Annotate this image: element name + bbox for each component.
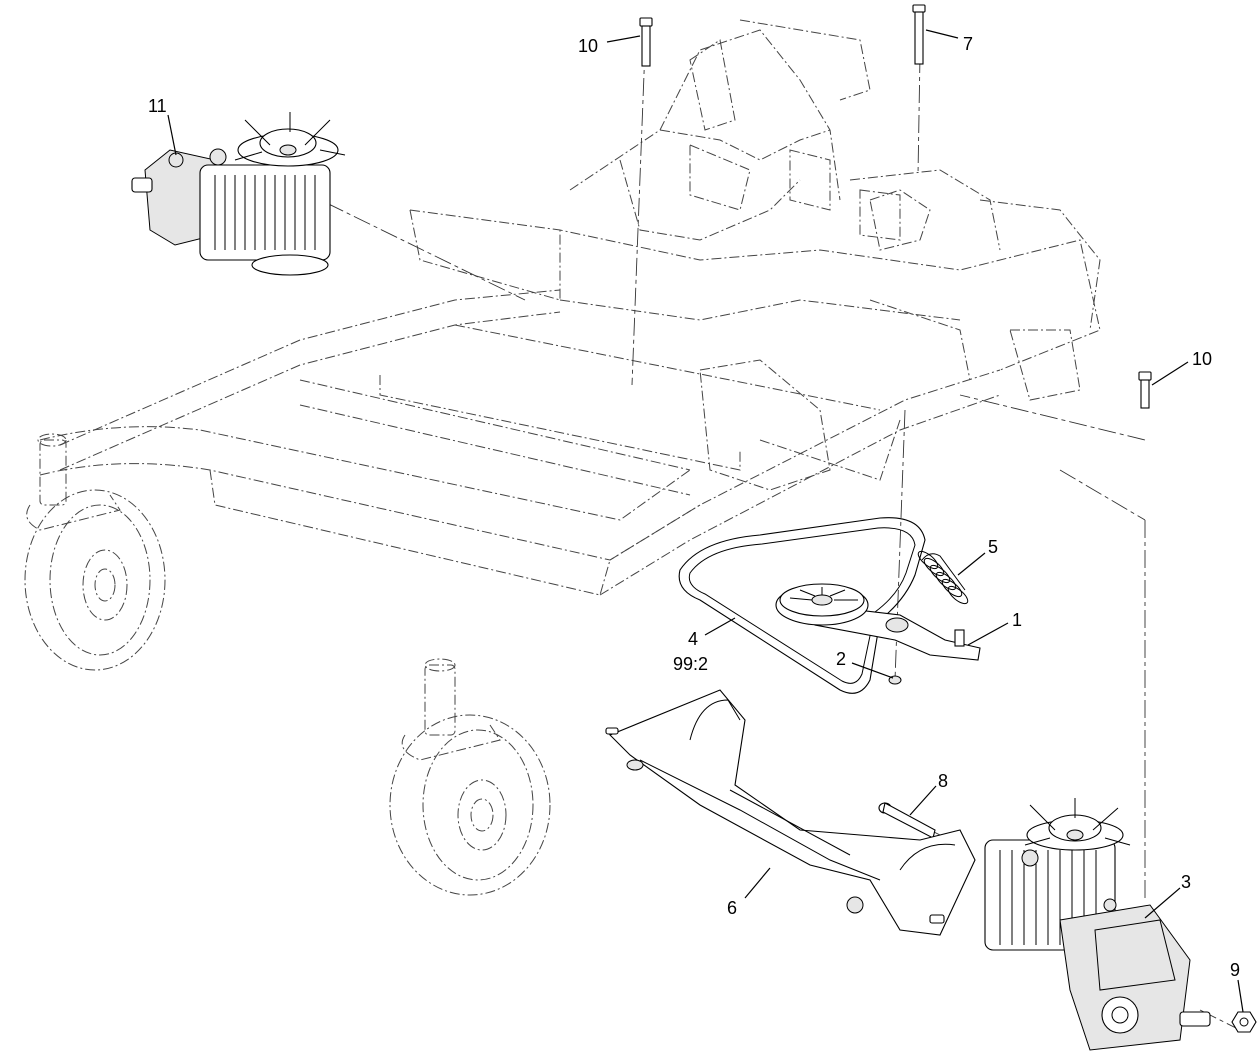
hydro-pump-3	[984, 798, 1211, 1051]
callout-1: 1	[1012, 610, 1022, 630]
callout-7: 7	[963, 34, 973, 54]
callout-leaders	[167, 29, 1244, 1013]
bolt-10-right	[1138, 371, 1152, 409]
callout-6: 6	[727, 898, 737, 918]
callout-4-quantity: 99:2	[673, 654, 708, 674]
pump-mount-bracket-6	[605, 689, 976, 936]
callout-9: 9	[1230, 960, 1240, 980]
bolt-7	[912, 4, 926, 65]
callout-10-right: 10	[1192, 349, 1212, 369]
callout-10-top: 10	[578, 36, 598, 56]
callout-3: 3	[1181, 872, 1191, 892]
hydro-pump-11	[131, 112, 346, 276]
callout-labels: 10 7 11 10 5 1 4 99:2 2 8 6 3 9	[148, 34, 1240, 980]
callout-5: 5	[988, 537, 998, 557]
idler-arm-assembly-1	[775, 583, 981, 685]
callout-8: 8	[938, 771, 948, 791]
front-caster-wheel-right	[389, 658, 551, 896]
drive-belt-4	[678, 517, 926, 694]
nut-9	[1231, 1011, 1257, 1033]
front-caster-wheel-left	[24, 433, 166, 671]
mower-frame	[39, 19, 1101, 596]
bolt-8	[878, 802, 936, 839]
spring-5	[917, 550, 969, 605]
callout-4: 4	[688, 629, 698, 649]
bolt-10-top	[639, 17, 653, 67]
callout-11: 11	[148, 96, 167, 116]
callout-2: 2	[836, 649, 846, 669]
